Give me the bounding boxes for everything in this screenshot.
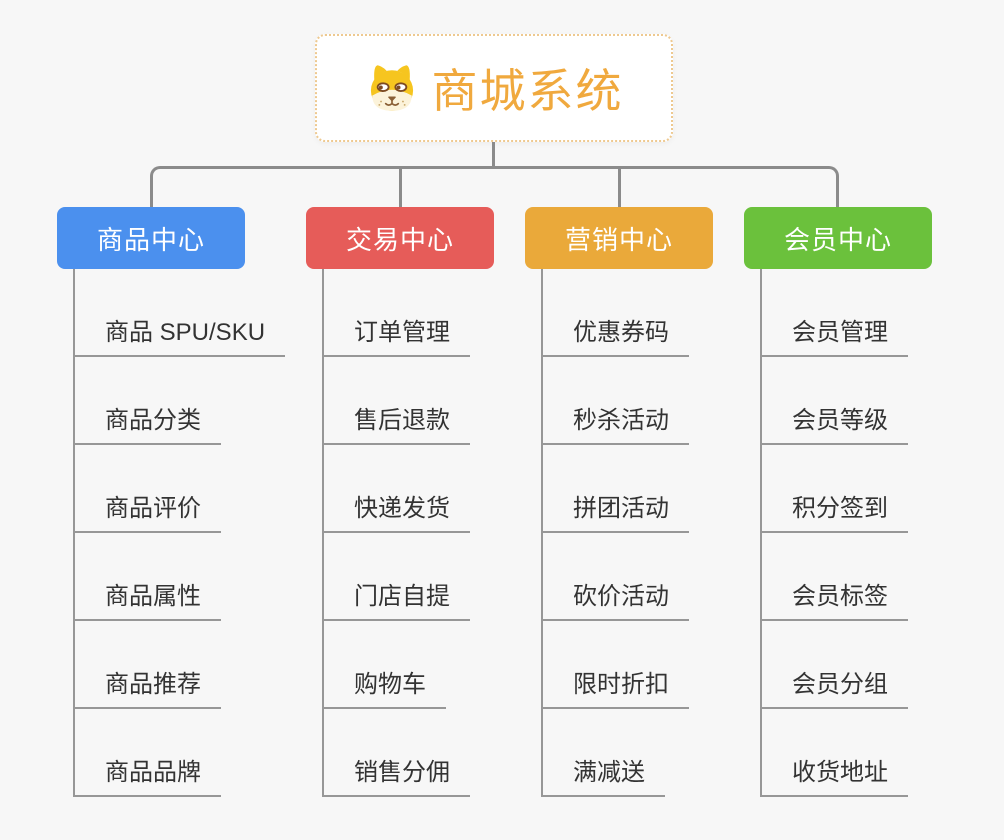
mindmap-item: 商品分类 (75, 357, 245, 445)
mindmap-item: 优惠券码 (543, 269, 713, 357)
mindmap-item: 快递发货 (324, 445, 494, 533)
branch-items: 会员管理 会员等级 积分签到 会员标签 会员分组 收货地址 (760, 269, 932, 797)
connector-drop-branch-2 (399, 166, 402, 207)
branch-items: 优惠券码 秒杀活动 拼团活动 砍价活动 限时折扣 满减送 (541, 269, 713, 797)
item-label[interactable]: 限时折扣 (543, 664, 689, 709)
mindmap-item: 售后退款 (324, 357, 494, 445)
mindmap-item: 门店自提 (324, 533, 494, 621)
branch-header[interactable]: 营销中心 (525, 207, 713, 269)
mindmap-item: 拼团活动 (543, 445, 713, 533)
item-label[interactable]: 会员分组 (762, 664, 908, 709)
mindmap-item: 销售分佣 (324, 709, 494, 797)
branch-product-center: 商品中心 商品 SPU/SKU 商品分类 商品评价 商品属性 商品推荐 商品品牌 (57, 207, 286, 797)
item-label[interactable]: 商品 SPU/SKU (75, 312, 286, 357)
branch-header[interactable]: 交易中心 (306, 207, 494, 269)
item-label[interactable]: 商品评价 (75, 488, 221, 533)
mindmap-item: 收货地址 (762, 709, 932, 797)
mindmap-item: 秒杀活动 (543, 357, 713, 445)
mindmap-item: 砍价活动 (543, 533, 713, 621)
root-title: 商城系统 (431, 65, 624, 117)
branch-trade-center: 交易中心 订单管理 售后退款 快递发货 门店自提 购物车 销售分佣 (306, 207, 494, 797)
item-label[interactable]: 门店自提 (324, 576, 470, 621)
mindmap-item: 满减送 (543, 709, 713, 797)
mindmap-item: 商品推荐 (75, 621, 245, 709)
item-label[interactable]: 拼团活动 (543, 488, 689, 533)
item-label[interactable]: 购物车 (324, 664, 446, 709)
item-label[interactable]: 商品属性 (75, 576, 221, 621)
branch-header[interactable]: 商品中心 (57, 207, 245, 269)
branch-items: 商品 SPU/SKU 商品分类 商品评价 商品属性 商品推荐 商品品牌 (73, 269, 286, 797)
dog-face-icon (370, 65, 413, 111)
connector-drop-branch-3 (618, 166, 621, 207)
mindmap-item: 会员标签 (762, 533, 932, 621)
item-label[interactable]: 会员标签 (762, 576, 908, 621)
mindmap-item: 商品评价 (75, 445, 245, 533)
connector-bus (150, 166, 839, 207)
item-label[interactable]: 商品品牌 (75, 752, 221, 797)
mindmap-item: 商品品牌 (75, 709, 245, 797)
item-label[interactable]: 积分签到 (762, 488, 908, 533)
item-label[interactable]: 砍价活动 (543, 576, 689, 621)
item-label[interactable]: 快递发货 (324, 488, 470, 533)
item-label[interactable]: 会员管理 (762, 312, 908, 357)
mindmap-item: 会员管理 (762, 269, 932, 357)
item-label[interactable]: 会员等级 (762, 400, 908, 445)
root-node[interactable]: 商城系统 (315, 34, 673, 142)
item-label[interactable]: 优惠券码 (543, 312, 689, 357)
item-label[interactable]: 收货地址 (762, 752, 908, 797)
branch-marketing-center: 营销中心 优惠券码 秒杀活动 拼团活动 砍价活动 限时折扣 满减送 (525, 207, 713, 797)
branch-member-center: 会员中心 会员管理 会员等级 积分签到 会员标签 会员分组 收货地址 (744, 207, 932, 797)
item-label[interactable]: 售后退款 (324, 400, 470, 445)
mindmap-item: 限时折扣 (543, 621, 713, 709)
mindmap-item: 购物车 (324, 621, 494, 709)
item-label[interactable]: 秒杀活动 (543, 400, 689, 445)
item-label[interactable]: 满减送 (543, 752, 665, 797)
mindmap-item: 订单管理 (324, 269, 494, 357)
mindmap-item: 会员等级 (762, 357, 932, 445)
branch-items: 订单管理 售后退款 快递发货 门店自提 购物车 销售分佣 (322, 269, 494, 797)
mindmap-item: 商品属性 (75, 533, 245, 621)
branch-header[interactable]: 会员中心 (744, 207, 932, 269)
mindmap-item: 商品 SPU/SKU (75, 269, 286, 357)
connector-root-drop (492, 142, 495, 166)
item-label[interactable]: 销售分佣 (324, 752, 470, 797)
mindmap-item: 积分签到 (762, 445, 932, 533)
item-label[interactable]: 订单管理 (324, 312, 470, 357)
item-label[interactable]: 商品推荐 (75, 664, 221, 709)
mindmap-item: 会员分组 (762, 621, 932, 709)
item-label[interactable]: 商品分类 (75, 400, 221, 445)
